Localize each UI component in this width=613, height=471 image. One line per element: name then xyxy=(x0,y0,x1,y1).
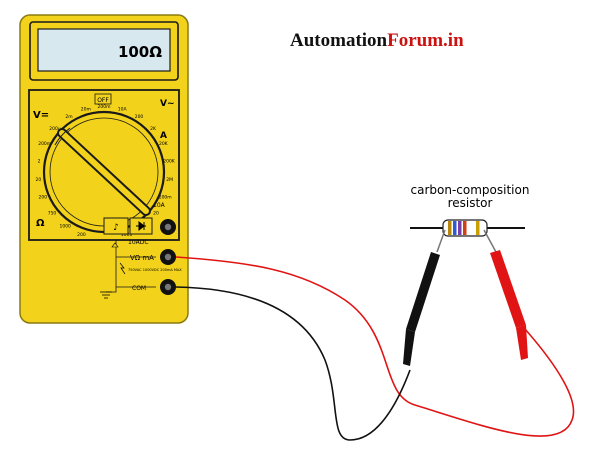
label-10adc: 10ADC xyxy=(128,239,149,246)
dial-tick-label: 20 xyxy=(153,211,159,217)
label-v-ac: V~ xyxy=(160,99,175,109)
label-v-ohm-ma: VΩ mA xyxy=(130,254,154,262)
black-probe-tip xyxy=(436,229,446,253)
dial-tick-label: 20 xyxy=(36,177,42,183)
dial-tick-label: 200 xyxy=(135,114,144,120)
dial-tick-label: 2M xyxy=(166,177,173,183)
label-v-dc: V= xyxy=(33,110,49,121)
speaker-icon: ♪ xyxy=(113,223,119,233)
max-rating-text: 750VAC 1000VDC 200mA MAX xyxy=(128,268,182,272)
dial-tick-label: 750 xyxy=(48,211,57,217)
label-com: COM xyxy=(132,285,146,292)
lcd-screen xyxy=(37,28,171,72)
brand-text-forum: Forum.in xyxy=(387,30,464,51)
label-amp: A xyxy=(160,131,167,141)
black-test-lead xyxy=(175,286,411,441)
dial-tick-label: 200K xyxy=(163,159,176,165)
dial-tick-label: 200μ xyxy=(49,126,61,132)
dial-tick-label: 10A xyxy=(118,107,128,113)
dial-tick-label: 20m xyxy=(81,107,91,113)
dial-tick-label: 200 xyxy=(39,195,48,201)
black-probe[interactable] xyxy=(403,229,446,366)
dial-tick-label: 2 xyxy=(38,159,41,165)
dial-tick-label: 1000 xyxy=(59,223,71,229)
dial-tick-label: 2K xyxy=(150,126,157,132)
multimeter: 100Ω V= V~ A Ω OFF 10A 20010007502002022… xyxy=(19,14,189,324)
brand-logo: AutomationForum.in xyxy=(290,30,464,52)
dial-tick-label: 2m xyxy=(65,114,72,120)
red-probe-body xyxy=(490,250,526,328)
resistor-label-line1: carbon-composition xyxy=(411,183,530,197)
off-position-box xyxy=(94,93,112,105)
label-off: OFF xyxy=(97,97,109,104)
lcd-reading: 100Ω xyxy=(118,43,162,61)
label-ohm: Ω xyxy=(36,218,45,229)
resistor-label-line2: resistor xyxy=(448,196,493,210)
dial-tick-label: 200 xyxy=(77,232,86,238)
label-10a: 10A xyxy=(153,202,166,209)
color-band-3 xyxy=(458,221,462,235)
warning-icon xyxy=(111,242,119,248)
ground-icon xyxy=(100,291,112,299)
dial-tick-label: 200m xyxy=(159,195,172,201)
diode-icon xyxy=(136,220,146,232)
dial-tick-label: 200m xyxy=(98,104,111,110)
red-probe-tip xyxy=(483,229,497,253)
red-probe[interactable] xyxy=(483,229,528,360)
color-band-2 xyxy=(453,221,457,235)
dial-tick-label: 20K xyxy=(159,141,169,147)
brand-text-automation: Automation xyxy=(290,30,388,51)
dial-tick-label: 200m xyxy=(38,141,51,147)
carbon-composition-resistor xyxy=(410,219,525,237)
dial-tick-label: 1000 xyxy=(121,232,133,238)
black-probe-handle xyxy=(403,329,415,366)
color-band-tolerance xyxy=(476,221,480,235)
red-probe-handle xyxy=(516,325,528,360)
function-buttons: ♪ xyxy=(103,217,153,235)
color-band-4 xyxy=(463,221,467,235)
color-band-1 xyxy=(448,221,452,235)
red-test-lead xyxy=(175,256,575,437)
lightning-icon xyxy=(119,262,126,275)
input-jacks xyxy=(160,219,176,295)
beep-button[interactable] xyxy=(103,217,129,235)
black-probe-body xyxy=(406,252,440,332)
